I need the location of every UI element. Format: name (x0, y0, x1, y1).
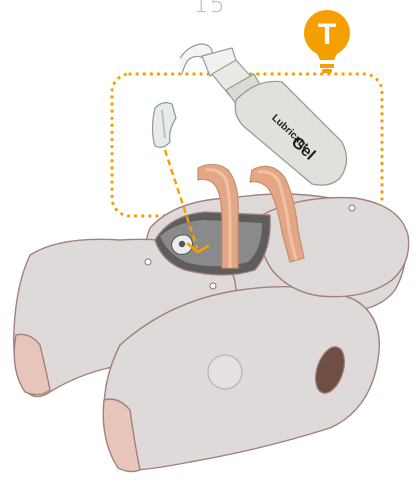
knee-marker (208, 355, 242, 389)
lightbulb-tip-icon: T (304, 10, 350, 73)
tip-letter: T (318, 18, 336, 51)
valve-piece (153, 103, 177, 148)
